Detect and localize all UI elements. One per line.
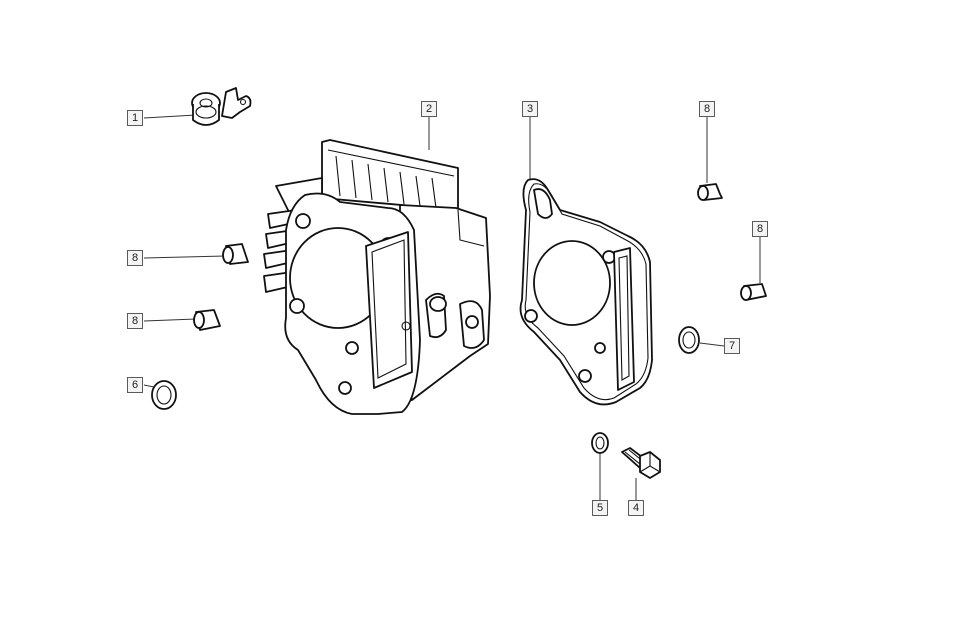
callout-part-8-left-lower[interactable]: 8 bbox=[127, 313, 143, 329]
part-7-o-ring[interactable] bbox=[678, 326, 700, 354]
part-8-dowel-left-upper[interactable] bbox=[222, 243, 249, 265]
callout-part-4[interactable]: 4 bbox=[628, 500, 644, 516]
part-8-dowel-right[interactable] bbox=[740, 283, 767, 301]
callout-part-8-top-right[interactable]: 8 bbox=[699, 101, 715, 117]
callout-part-5[interactable]: 5 bbox=[592, 500, 608, 516]
part-8-dowel-left-lower[interactable] bbox=[193, 309, 221, 331]
callout-part-8-left-upper[interactable]: 8 bbox=[127, 250, 143, 266]
part-4-bolt[interactable] bbox=[621, 447, 661, 479]
part-3-gasket[interactable] bbox=[519, 178, 653, 406]
part-8-dowel-top-right[interactable] bbox=[697, 183, 723, 201]
callout-part-3[interactable]: 3 bbox=[522, 101, 538, 117]
leader-lines bbox=[143, 114, 761, 500]
callout-part-1[interactable]: 1 bbox=[127, 110, 143, 126]
part-2-cylinder[interactable] bbox=[263, 139, 491, 415]
callout-part-2[interactable]: 2 bbox=[421, 101, 437, 117]
callout-part-6[interactable]: 6 bbox=[127, 377, 143, 393]
part-1-clamp[interactable] bbox=[191, 87, 252, 126]
callout-part-7[interactable]: 7 bbox=[724, 338, 740, 354]
part-5-washer[interactable] bbox=[591, 432, 609, 454]
part-6-o-ring[interactable] bbox=[151, 380, 177, 410]
callout-part-8-right[interactable]: 8 bbox=[752, 221, 768, 237]
